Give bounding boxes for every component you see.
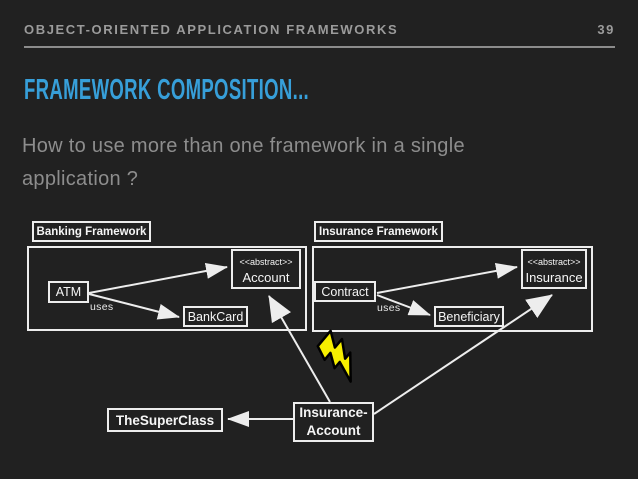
header-title: OBJECT-ORIENTED APPLICATION FRAMEWORKS — [24, 22, 399, 37]
beneficiary-class-box: Beneficiary — [434, 306, 504, 327]
page-number: 39 — [597, 22, 615, 37]
atm-class-box: ATM — [48, 281, 89, 303]
account-class-name: Account — [242, 270, 290, 285]
header-divider — [24, 46, 615, 48]
banking-framework-label: Banking Framework — [32, 221, 151, 242]
insurance-account-class-box: Insurance- Account — [293, 402, 374, 442]
insurance-framework-label: Insurance Framework — [314, 221, 443, 242]
insurance-account-line1: Insurance- — [299, 405, 368, 420]
contract-class-box: Contract — [314, 281, 376, 302]
lightning-bolt-icon — [316, 329, 352, 383]
bankcard-class-box: BankCard — [183, 306, 248, 327]
slide-subtitle: How to use more than one framework in a … — [22, 135, 465, 190]
slide-title: FRAMEWORK COMPOSITION... — [24, 74, 310, 106]
uses-label-banking: uses — [90, 301, 114, 313]
account-stereotype: <<abstract>> — [239, 257, 293, 267]
slide-header: OBJECT-ORIENTED APPLICATION FRAMEWORKS 3… — [24, 22, 615, 37]
uses-label-insurance: uses — [377, 302, 401, 314]
banking-framework-frame — [27, 246, 307, 331]
insurance-class-box: <<abstract>> Insurance — [521, 249, 587, 289]
insurance-stereotype: <<abstract>> — [527, 257, 581, 267]
insurance-class-name: Insurance — [525, 270, 583, 285]
insurance-account-line2: Account — [306, 423, 361, 438]
thesuperclass-box: TheSuperClass — [107, 408, 223, 432]
account-class-box: <<abstract>> Account — [231, 249, 301, 289]
